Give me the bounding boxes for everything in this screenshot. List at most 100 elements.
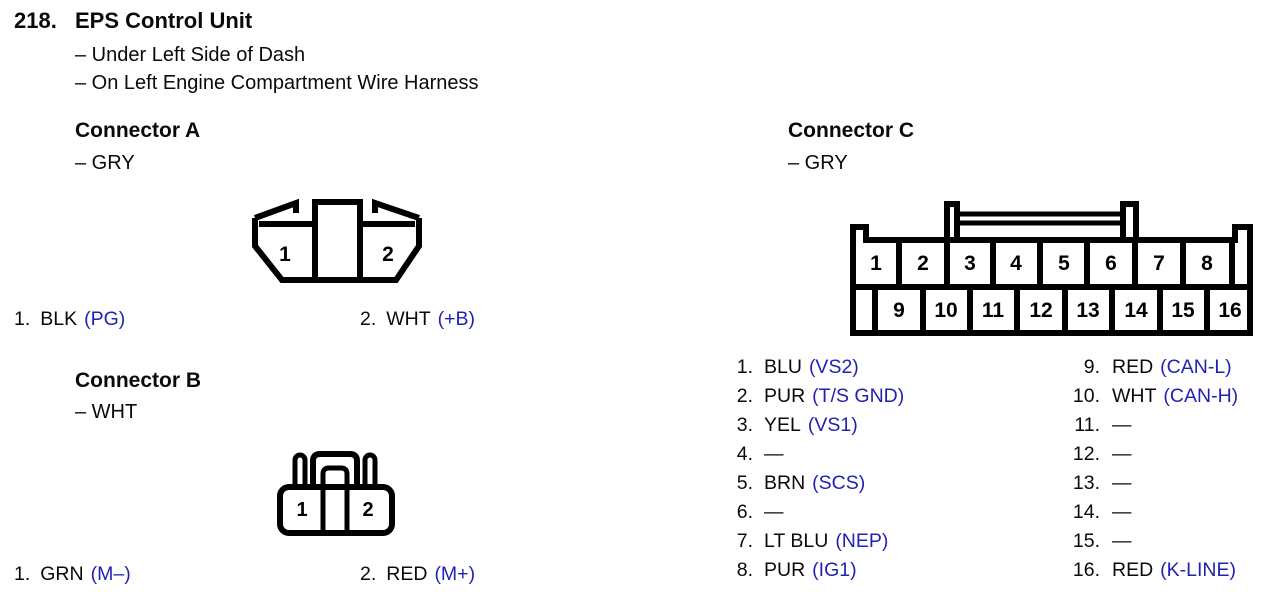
connector-c-left-post (944, 201, 960, 240)
connector-b-left-prong (292, 452, 308, 490)
connector-c-heading: Connector C (788, 119, 914, 142)
cavity-number: 5 (1058, 252, 1070, 275)
pin-entry: 4. — (728, 440, 904, 469)
pin-number: 2. (360, 308, 377, 330)
cavity-number: 7 (1153, 252, 1165, 275)
cavity-number: 11 (982, 299, 1005, 322)
wire-color: RED (1112, 356, 1154, 378)
pin-number: 7. (736, 530, 753, 552)
pin-entry: 16.RED(K-LINE) (1062, 556, 1238, 585)
cavity-number: 14 (1124, 299, 1148, 322)
pin-entry: 14. — (1062, 498, 1238, 527)
connector-a-heading: Connector A (75, 119, 201, 142)
connector-b-body (277, 484, 395, 536)
location-note: – On Left Engine Compartment Wire Harnes… (75, 72, 479, 94)
connector-c-pin-list-left: 1.BLU(VS2) 2.PUR(T/S GND) 3.YEL(VS1) 4.—… (728, 353, 905, 585)
cavity-number: 10 (934, 299, 957, 322)
pin-number: 2. (736, 385, 753, 407)
signal-name: (+B) (437, 308, 476, 330)
cavity-number: 2 (917, 252, 929, 275)
signal-name: (CAN-H) (1163, 385, 1239, 407)
pin-number: 2. (360, 563, 377, 585)
cavity-number: 16 (1218, 299, 1241, 322)
connector-b-color-note: – WHT (75, 401, 138, 423)
pin-number: 1. (736, 356, 753, 378)
wire-color: PUR (764, 559, 806, 581)
signal-name: (IG1) (812, 559, 857, 581)
signal-name: (T/S GND) (812, 385, 905, 407)
connector-b-center-key (320, 465, 350, 531)
signal-name: (M–) (90, 563, 131, 585)
signal-name: (CAN-L) (1160, 356, 1232, 378)
wire-color: — (1112, 501, 1132, 523)
pin-entry: 3.YEL(VS1) (728, 411, 904, 440)
pin-number: 6. (736, 501, 753, 523)
wire-color: — (1112, 443, 1132, 465)
wire-color: LT BLU (764, 530, 829, 552)
pin-number: 1. (14, 563, 31, 585)
page-title: EPS Control Unit (75, 8, 253, 33)
pin-number: 11. (1074, 414, 1100, 436)
wire-color: — (764, 443, 784, 465)
pin-entry: 12. — (1062, 440, 1238, 469)
wire-color: PUR (764, 385, 806, 407)
connector-a-left-tab (253, 198, 299, 221)
wire-color: BRN (764, 472, 806, 494)
wire-color: YEL (764, 414, 801, 436)
cavity-number: 2 (362, 499, 373, 521)
pin-number: 9. (1083, 356, 1100, 378)
cavity-number: 13 (1076, 299, 1099, 322)
pin-entry: 11. — (1062, 411, 1238, 440)
connector-a-color-note: – GRY (75, 152, 135, 174)
pin-entry: 1.BLU(VS2) (728, 353, 904, 382)
pin-entry: 15.— (1062, 527, 1238, 556)
cavity-number: 2 (382, 243, 394, 266)
connector-c-top-cell-dividers (896, 240, 1235, 287)
wire-color: — (764, 501, 784, 523)
signal-name: (SCS) (812, 472, 866, 494)
pin-entry: 9. RED (CAN-L) (1062, 353, 1238, 382)
pin-entry: 13.— (1062, 469, 1238, 498)
connector-b-heading: Connector B (75, 369, 201, 392)
wire-color: GRN (40, 563, 84, 585)
wire-color: — (1112, 414, 1132, 436)
cavity-number: 4 (1010, 252, 1022, 275)
cavity-number: 1 (279, 243, 291, 266)
cavity-number: 8 (1201, 252, 1213, 275)
pin-number: 16. (1072, 559, 1100, 581)
wire-color: BLK (40, 308, 78, 330)
signal-name: (M+) (434, 563, 476, 585)
connector-c-right-post (1120, 201, 1139, 240)
connector-a-right-tab (372, 198, 420, 221)
cavity-number: 9 (893, 299, 905, 322)
connector-b-right-prong (362, 452, 378, 490)
signal-name: (VS2) (808, 356, 859, 378)
pin-number: 5. (736, 472, 753, 494)
cavity-number: 15 (1171, 299, 1195, 322)
connector-c-lock-bar (957, 211, 1123, 226)
connector-c-bottom-cell-dividers (872, 287, 1210, 333)
pin-number: 3. (736, 414, 753, 436)
pin-entry: 2. WHT (+B) (360, 308, 475, 331)
pin-number: 4. (736, 443, 753, 465)
pin-entry: 7. LT BLU (NEP) (728, 527, 904, 556)
item-number: 218. (14, 8, 57, 33)
wire-color: RED (1112, 559, 1154, 581)
cavity-number: 1 (870, 252, 882, 275)
signal-name: (NEP) (835, 530, 889, 552)
pin-entry: 5. BRN (SCS) (728, 469, 904, 498)
pin-number: 12. (1072, 443, 1100, 465)
pin-entry: 1. GRN (M–) (14, 563, 131, 586)
pin-number: 15. (1072, 530, 1100, 552)
cavity-number: 6 (1105, 252, 1117, 275)
connector-a-center-key (312, 199, 363, 280)
wire-color: WHT (386, 308, 431, 330)
pin-number: 13. (1072, 472, 1100, 494)
connector-a-body (252, 218, 422, 283)
pin-number: 1. (14, 308, 31, 330)
pin-number: 10. (1072, 385, 1100, 407)
pin-entry: 2. PUR (T/S GND) (728, 382, 905, 411)
pin-number: 14. (1072, 501, 1100, 523)
cavity-number: 12 (1029, 299, 1052, 322)
